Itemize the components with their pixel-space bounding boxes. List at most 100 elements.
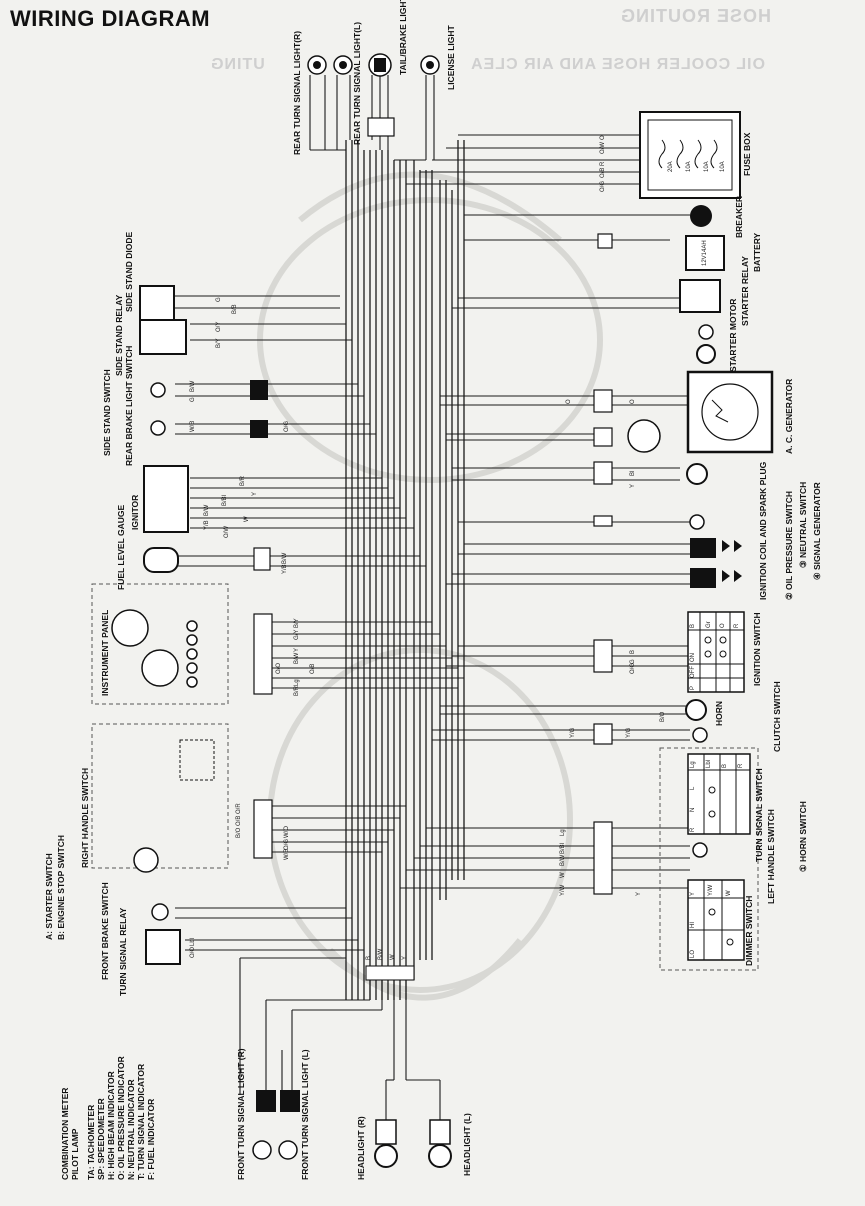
label-ignition-coil: IGNITION COIL AND SPARK PLUG — [758, 461, 768, 600]
wire-code-front-b: B — [366, 955, 372, 960]
turn-row-n: N — [690, 807, 696, 812]
label-headlight-l: HEADLIGHT (L) — [462, 1113, 472, 1176]
right-connectors — [593, 233, 613, 895]
turn-signal-relay-symbol — [145, 929, 181, 965]
dimmer-switch-table — [687, 879, 745, 961]
label-left-handle-switch: LEFT HANDLE SWITCH — [766, 809, 776, 904]
wire-code-front-y: Y — [402, 955, 408, 960]
horn-symbol — [685, 699, 707, 721]
fuse-rating-3: 10A — [704, 161, 710, 172]
wire-code-ignitor-yb: Y/B — [204, 520, 210, 530]
label-instrument-panel: INSTRUMENT PANEL — [100, 609, 110, 696]
wire-code-ignitor-w: W — [244, 516, 250, 522]
wire-code-clutch-yg1: Y/G — [570, 727, 576, 738]
battery-rating: 12V14AH — [702, 240, 708, 266]
wire-code-panel-oo: O/O — [276, 662, 282, 674]
wire-code-lh-lg: Lg — [560, 829, 566, 836]
wire-code-side-bw: B/W — [190, 380, 196, 392]
wire-code-diode-g: G — [216, 297, 222, 302]
instrument-panel-gauges — [111, 609, 198, 688]
wire-code-lh-bw: B/W — [560, 854, 566, 866]
clutch-switch-symbol — [692, 727, 708, 743]
wire-code-clutch-yg2: Y/G — [626, 727, 632, 738]
wire-code-horn-bo: B/O — [660, 711, 666, 722]
horn-switch-symbol — [692, 842, 708, 858]
ign-row-off: OFF — [690, 666, 696, 678]
turn-col-b: B — [722, 763, 728, 768]
label-horn: HORN — [714, 700, 724, 726]
battery-symbol — [685, 235, 725, 271]
wire-code-gen-y: Y — [630, 483, 636, 488]
wire-code-ignitor-bbl: B/Bl — [222, 494, 228, 506]
legend-turn-signal: T: TURN SIGNAL INDICATOR — [136, 1063, 146, 1180]
label-oil-pressure-switch: ② OIL PRESSURE SWITCH — [784, 490, 794, 600]
front-turn-signal-r-lamp — [252, 1090, 276, 1160]
wire-code-ignitor-ow: O/W — [224, 526, 230, 538]
fuse-rating-1: 20A — [668, 161, 674, 172]
legend-high-beam: H: HIGH BEAM INDICATOR — [106, 1071, 116, 1180]
label-breaker: BREAKER — [734, 195, 744, 238]
headlight-l-lamp — [428, 1119, 452, 1168]
legend-combination-meter: COMBINATION METER — [60, 1087, 70, 1180]
wire-code-lh-y: Y — [636, 891, 642, 896]
legend-tachometer: TA: TACHOMETER — [86, 1104, 96, 1180]
wire-code-relay-oy: O/Y — [216, 321, 222, 332]
wire-code-top-ob: O/B — [600, 167, 606, 178]
ac-generator — [627, 370, 774, 454]
instrument-connector — [253, 613, 273, 695]
rear-turn-signal-r-lamp — [307, 55, 327, 75]
rear-brake-connector — [250, 420, 268, 438]
label-dimmer-switch: DIMMER SWITCH — [744, 895, 754, 966]
wire-code-ignitor-y: Y — [252, 491, 258, 496]
legend-oil-pressure: O: OIL PRESSURE INDICATOR — [116, 1056, 126, 1180]
wire-code-top-ow: O/W — [600, 142, 606, 154]
wire-code-relay-lbl: Lbl — [190, 937, 196, 946]
fuse-rating-2: 10A — [686, 161, 692, 172]
ignition-switch-table — [687, 611, 745, 693]
label-battery: BATTERY — [752, 232, 762, 272]
side-stand-diode-symbol — [139, 285, 175, 321]
label-rear-turn-l: REAR TURN SIGNAL LIGHT(L) — [352, 21, 362, 145]
starter-switch-symbol — [133, 847, 159, 873]
dim-row-lo: LO — [690, 949, 696, 958]
wire-code-side-g: G — [190, 397, 196, 402]
instrument-panel-outline — [91, 583, 229, 705]
label-clutch-switch: CLUTCH SWITCH — [772, 681, 782, 752]
wire-code-panel-by: B/Y — [294, 618, 300, 628]
dim-row-hi: HI — [690, 922, 696, 928]
wire-code-gen-o2: O — [630, 399, 636, 404]
wire-code-top-r: R — [600, 161, 606, 166]
tail-connector — [367, 117, 395, 137]
ghost-routing: UTING — [210, 56, 265, 73]
wire-code-gen-o1: O — [566, 399, 572, 404]
diagram-title: WIRING DIAGRAM — [10, 6, 211, 31]
fuse-rating-4: 10A — [720, 161, 726, 172]
rear-brake-switch-symbol — [150, 420, 166, 436]
label-tail-brake: TAIL/BRAKE LIGHT — [398, 0, 408, 75]
fuel-connector — [253, 547, 271, 571]
turn-col-lg: Lg — [690, 761, 696, 768]
side-stand-switch-symbol — [150, 382, 166, 398]
label-fuse-box: FUSE BOX — [742, 132, 752, 176]
wire-code-rh-or: O/R — [236, 803, 242, 814]
rear-light-stems — [309, 75, 435, 161]
wire-code-relay-by: B/Y — [216, 338, 222, 348]
front-harness — [239, 957, 441, 1120]
wire-code-brake-og: O/G — [284, 420, 290, 432]
right-handle-switch-outline — [91, 723, 229, 869]
side-stand-relay-symbol — [139, 319, 187, 355]
legend-fuel: F: FUEL INDICATOR — [146, 1098, 156, 1180]
ign-col-b: B — [690, 623, 696, 628]
label-front-turn-r: FRONT TURN SIGNAL LIGHT (R) — [236, 1048, 246, 1180]
wire-code-panel-y: Y — [294, 647, 300, 652]
wire-code-lh-yw: Y/W — [560, 884, 566, 896]
label-front-turn-l: FRONT TURN SIGNAL LIGHT (L) — [300, 1049, 310, 1180]
wire-code-lh-bbl: B/Bl — [560, 842, 566, 854]
label-turn-signal-relay: TURN SIGNAL RELAY — [118, 907, 128, 996]
label-side-stand-relay: SIDE STAND RELAY — [114, 294, 124, 376]
label-starter-switch-note: A: STARTER SWITCH — [44, 853, 54, 940]
label-side-stand-diode: SIDE STAND DIODE — [124, 231, 134, 312]
turn-col-lbl: Lbl — [706, 759, 712, 768]
wire-code-rh-bo: B/O — [236, 827, 242, 838]
label-ac-generator: A. C. GENERATOR — [784, 378, 794, 454]
